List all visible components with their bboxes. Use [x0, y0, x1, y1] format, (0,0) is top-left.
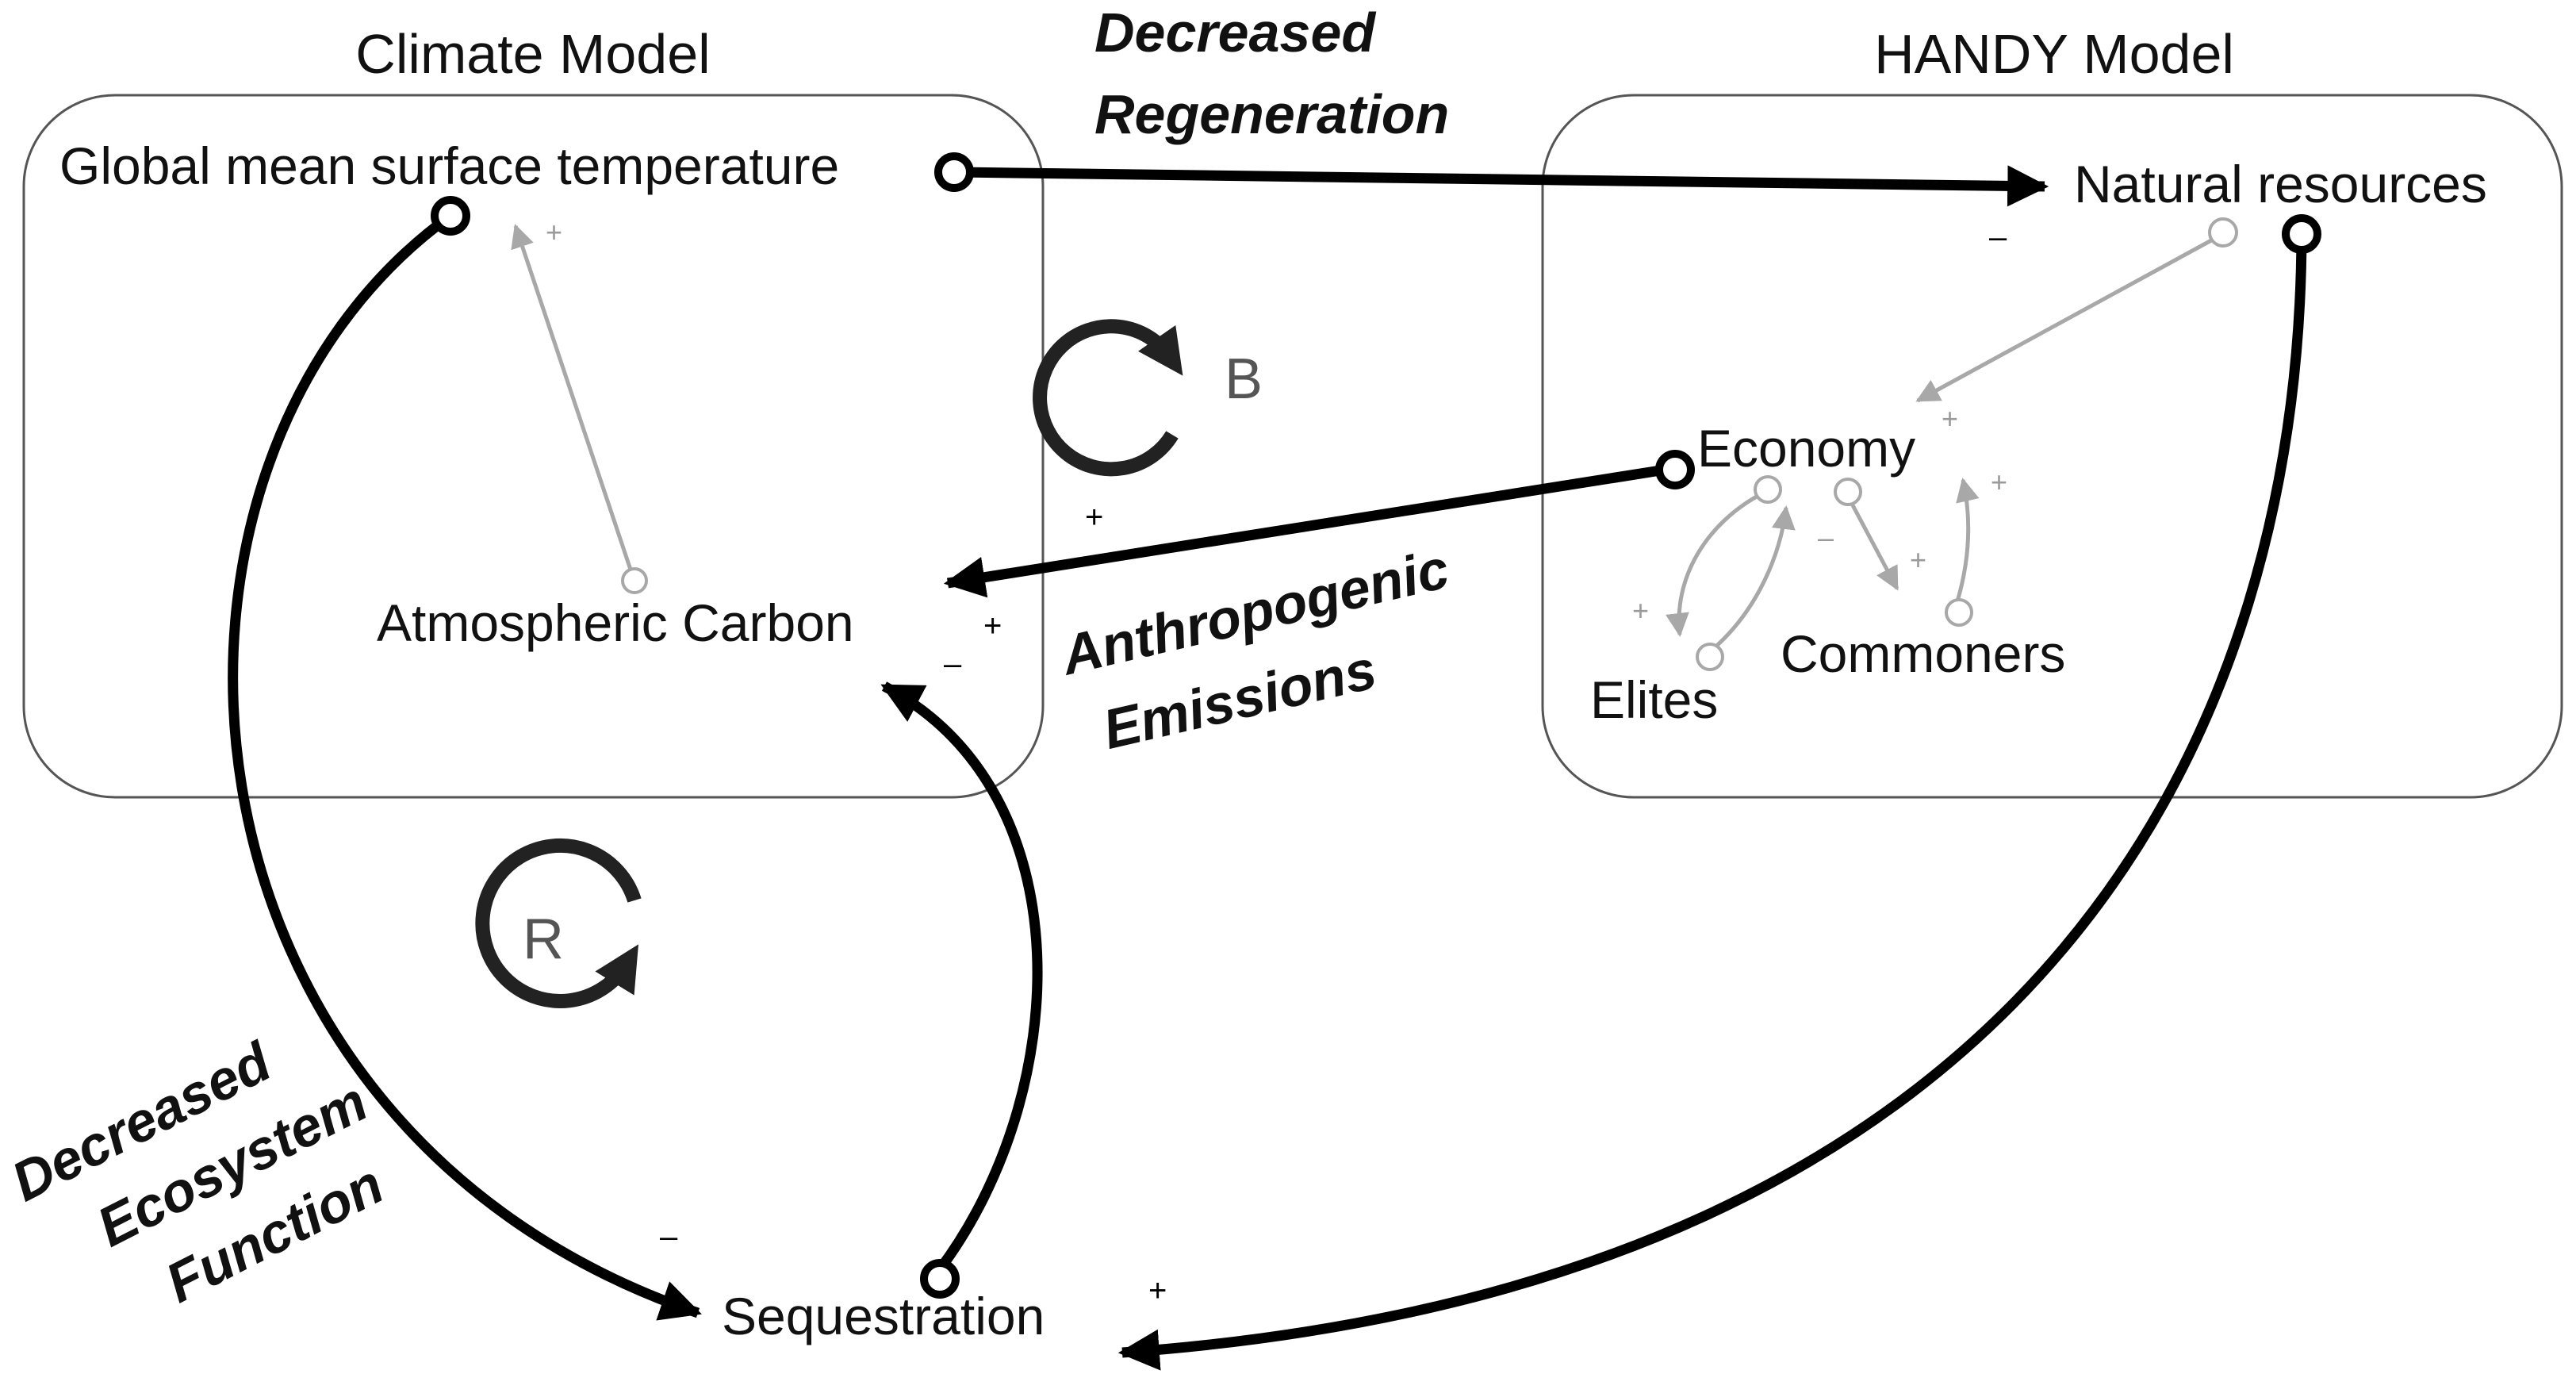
sign-plus-atm-emissions: +	[983, 608, 1002, 643]
link-atmcarbon-to-gmst	[511, 224, 648, 594]
loop-letter-r: R	[523, 908, 564, 971]
node-global-mean-surface-temperature: Global mean surface temperature	[59, 136, 839, 195]
label-decreased-regeneration: Decreased Regeneration	[1094, 2, 1449, 145]
sign-plus-econ-atm: +	[1085, 500, 1103, 535]
link-commoners-to-economy	[1945, 478, 1980, 627]
climate-model-title: Climate Model	[355, 23, 710, 85]
reinforcing-loop-indicator: R	[475, 838, 642, 1008]
link-economy-to-commoners	[1834, 478, 1899, 591]
handy-model-panel	[1541, 94, 2563, 799]
label-decreased-regeneration-line1: Decreased	[1094, 2, 1376, 63]
sign-minus-gmst-seq: –	[660, 1219, 678, 1254]
sign-plus-res-econ: +	[1942, 402, 1958, 435]
label-decreased-regeneration-line2: Regeneration	[1094, 83, 1449, 145]
node-commoners: Commoners	[1781, 624, 2065, 683]
sign-plus-atm-gmst: +	[546, 216, 562, 248]
node-natural-resources: Natural resources	[2074, 155, 2487, 213]
node-elites: Elites	[1590, 670, 1718, 729]
sign-minus-seq-atm: –	[944, 647, 962, 681]
link-resources-to-economy	[1915, 217, 2238, 403]
sign-plus-econ-elites: +	[1632, 594, 1649, 627]
sign-plus-res-seq: +	[1148, 1273, 1167, 1308]
link-gmst-to-sequestration	[228, 196, 702, 1321]
node-atmospheric-carbon: Atmospheric Carbon	[377, 593, 854, 652]
node-sequestration: Sequestration	[722, 1287, 1045, 1345]
label-anthropogenic-emissions: Anthropogenic Emissions	[1054, 537, 1454, 761]
sign-plus-econ-commoners: +	[1910, 543, 1926, 576]
sign-plus-commoners-econ: +	[1991, 466, 2007, 498]
link-gmst-to-resources	[934, 152, 2049, 207]
climate-model-panel	[22, 94, 1045, 799]
balancing-loop-indicator: B	[1033, 319, 1263, 477]
link-economy-to-atmcarbon	[943, 450, 1695, 598]
sign-minus-elites-econ: –	[1818, 521, 1834, 554]
link-elites-to-economy	[1696, 505, 1796, 671]
link-economy-to-elites	[1666, 475, 1782, 637]
sign-minus-gmst-res: –	[1989, 220, 2007, 255]
link-resources-to-sequestration	[1117, 214, 2321, 1371]
link-sequestration-to-atmcarbon	[880, 681, 1043, 1299]
node-economy: Economy	[1697, 419, 1915, 478]
handy-model-title: HANDY Model	[1874, 23, 2234, 85]
loop-letter-b: B	[1225, 347, 1263, 411]
